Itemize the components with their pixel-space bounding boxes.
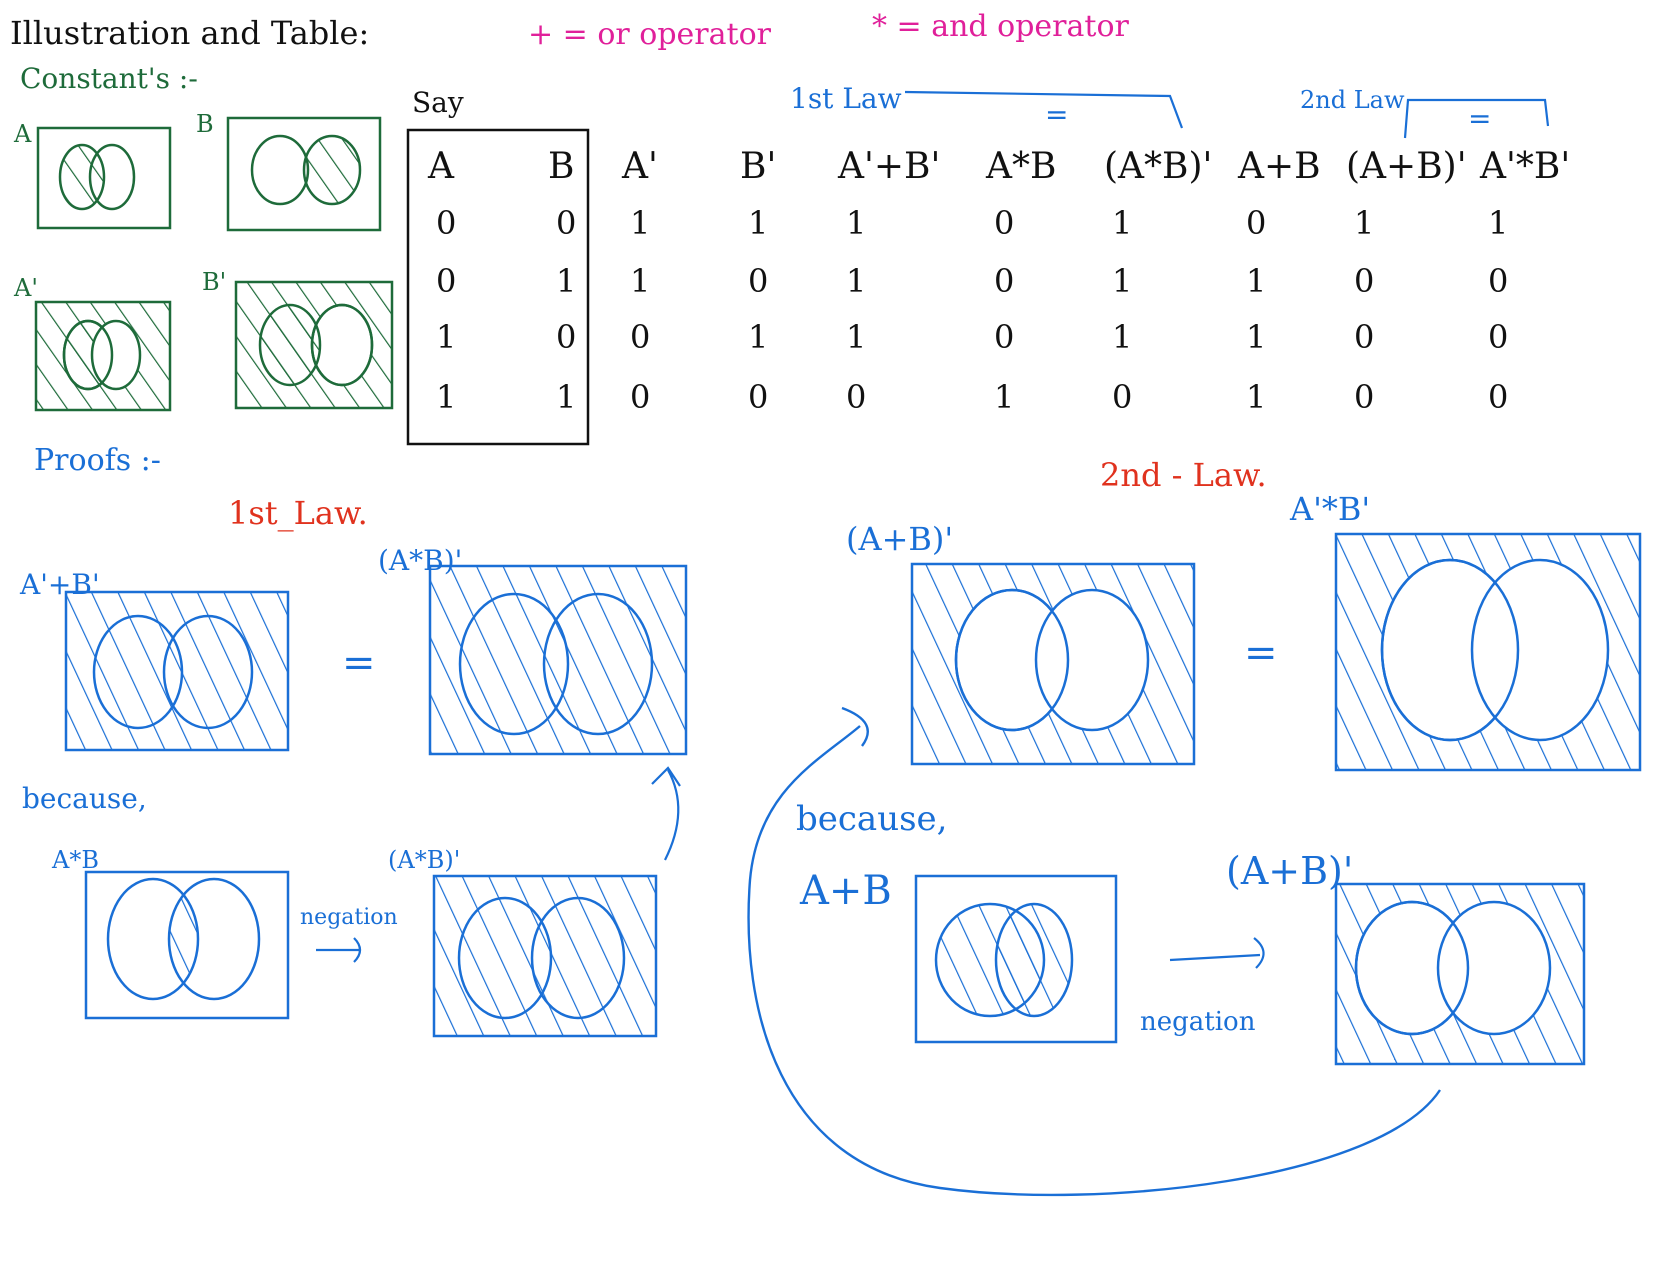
second-law-negation-label: negation <box>1140 1007 1256 1037</box>
table-cell: 0 <box>994 262 1014 300</box>
second-law-equals: = <box>1244 630 1278 676</box>
table-cell: 0 <box>748 262 768 300</box>
constants-heading: Constant's :- <box>20 62 198 95</box>
table-header-cell: A <box>427 146 455 187</box>
table-cell: 0 <box>1354 262 1374 300</box>
first-law-negation-arrow <box>316 937 362 963</box>
table-cell: 1 <box>1354 204 1374 242</box>
table-cell: 1 <box>846 318 866 356</box>
table-header-cell: (A*B)' <box>1104 146 1212 187</box>
table-cell: 0 <box>1112 378 1132 416</box>
venn-b-complement-label: B' <box>202 268 226 296</box>
first-law-ab-neg-label: (A*B)' <box>388 846 460 874</box>
second-law-apb-label: A+B <box>799 868 892 914</box>
table-cell: 1 <box>994 378 1014 416</box>
table-cell: 0 <box>556 318 576 356</box>
table-cell: 1 <box>1246 262 1266 300</box>
venn-constant-a-complement: A' <box>13 274 172 412</box>
venn-a-label: A <box>13 120 32 148</box>
second-law-equals: = <box>1468 102 1491 135</box>
table-cell: 0 <box>630 318 650 356</box>
table-cell: 0 <box>1246 204 1266 242</box>
first-law-bracket <box>904 90 1184 129</box>
first-law-label: 1st Law <box>790 82 902 115</box>
table-cell: 1 <box>556 378 576 416</box>
table-cell: 0 <box>994 204 1014 242</box>
table-cell: 1 <box>1112 318 1132 356</box>
table-cell: 1 <box>846 204 866 242</box>
table-cell: 1 <box>1112 204 1132 242</box>
first-law-equals: = <box>1045 98 1068 131</box>
venn-b-label: B <box>196 110 214 138</box>
first-law-equals: = <box>342 640 376 686</box>
or-operator-legend: + = or operator <box>528 17 772 52</box>
venn-constant-a: A <box>13 120 172 230</box>
say-label: Say <box>412 86 464 119</box>
table-cell: 1 <box>1246 318 1266 356</box>
table-cell: 0 <box>1354 378 1374 416</box>
second-law-negation-arrow <box>1169 937 1265 969</box>
table-header-cell: (A+B)' <box>1346 146 1467 187</box>
table-header-cell: A'+B' <box>837 146 940 187</box>
table-cell: 0 <box>1488 262 1508 300</box>
venn-a-and-b <box>84 870 290 1020</box>
second-law-label: 2nd Law <box>1300 86 1405 114</box>
table-cell: 0 <box>436 262 456 300</box>
table-header-cell: B' <box>740 146 776 187</box>
venn-a-complement-or-b-complement <box>64 590 290 752</box>
first-law-ab-label: A*B <box>51 846 99 874</box>
table-cell: 1 <box>436 318 456 356</box>
second-law-title: 2nd - Law. <box>1100 456 1267 494</box>
table-cell: 0 <box>556 204 576 242</box>
second-law-left-label: (A+B)' <box>846 520 953 558</box>
table-header-cell: A*B <box>985 146 1056 187</box>
table-cell: 1 <box>748 318 768 356</box>
table-cell: 0 <box>846 378 866 416</box>
table-header-cell: B <box>548 146 574 187</box>
second-law-return-arrow <box>747 706 1441 1197</box>
input-columns-box <box>406 128 590 446</box>
venn-constant-b: B <box>196 110 382 232</box>
table-cell: 0 <box>630 378 650 416</box>
table-cell: 1 <box>556 262 576 300</box>
page-title: Illustration and Table: <box>10 14 369 52</box>
second-law-apb-neg-label: (A+B)' <box>1226 849 1353 893</box>
venn-a-complement-label: A' <box>13 274 38 302</box>
table-cell: 0 <box>1488 378 1508 416</box>
table-cell: 1 <box>436 378 456 416</box>
table-cell: 1 <box>630 262 650 300</box>
table-cell: 0 <box>436 204 456 242</box>
table-header-cell: A'*B' <box>1479 146 1570 187</box>
table-cell: 0 <box>748 378 768 416</box>
table-cell: 1 <box>846 262 866 300</box>
venn-a-and-b-negated <box>432 874 658 1038</box>
venn-a-or-b-negated <box>1334 882 1586 1066</box>
first-law-return-arrow <box>651 766 681 861</box>
table-cell: 1 <box>1246 378 1266 416</box>
venn-a-or-b-negated-large <box>910 562 1196 766</box>
venn-constant-b-complement: B' <box>202 268 394 410</box>
venn-a-and-b-negated-large <box>428 564 688 756</box>
table-cell: 1 <box>748 204 768 242</box>
second-law-bracket <box>1403 98 1550 139</box>
table-cell: 0 <box>994 318 1014 356</box>
second-law-because: because, <box>796 799 947 839</box>
table-cell: 0 <box>1488 318 1508 356</box>
table-cell: 1 <box>1112 262 1132 300</box>
second-law-right-label: A'*B' <box>1289 490 1370 528</box>
first-law-negation-label: negation <box>300 905 398 930</box>
table-cell: 1 <box>630 204 650 242</box>
first-law-because: because, <box>22 782 147 815</box>
table-cell: 0 <box>1354 318 1374 356</box>
first-law-title: 1st_Law. <box>228 494 368 532</box>
venn-a-or-b <box>914 874 1118 1044</box>
truth-table: A B A' B' A'+B' A*B (A*B)' A+B (A+B)' A'*B' 0 0 1 1 1 0… <box>427 146 1570 416</box>
and-operator-legend: * = and operator <box>872 9 1130 44</box>
table-header-cell: A' <box>621 146 658 187</box>
venn-a-complement-and-b-complement <box>1334 532 1642 772</box>
proofs-heading: Proofs :- <box>34 443 161 478</box>
table-cell: 1 <box>1488 204 1508 242</box>
table-header-cell: A+B <box>1237 146 1321 187</box>
